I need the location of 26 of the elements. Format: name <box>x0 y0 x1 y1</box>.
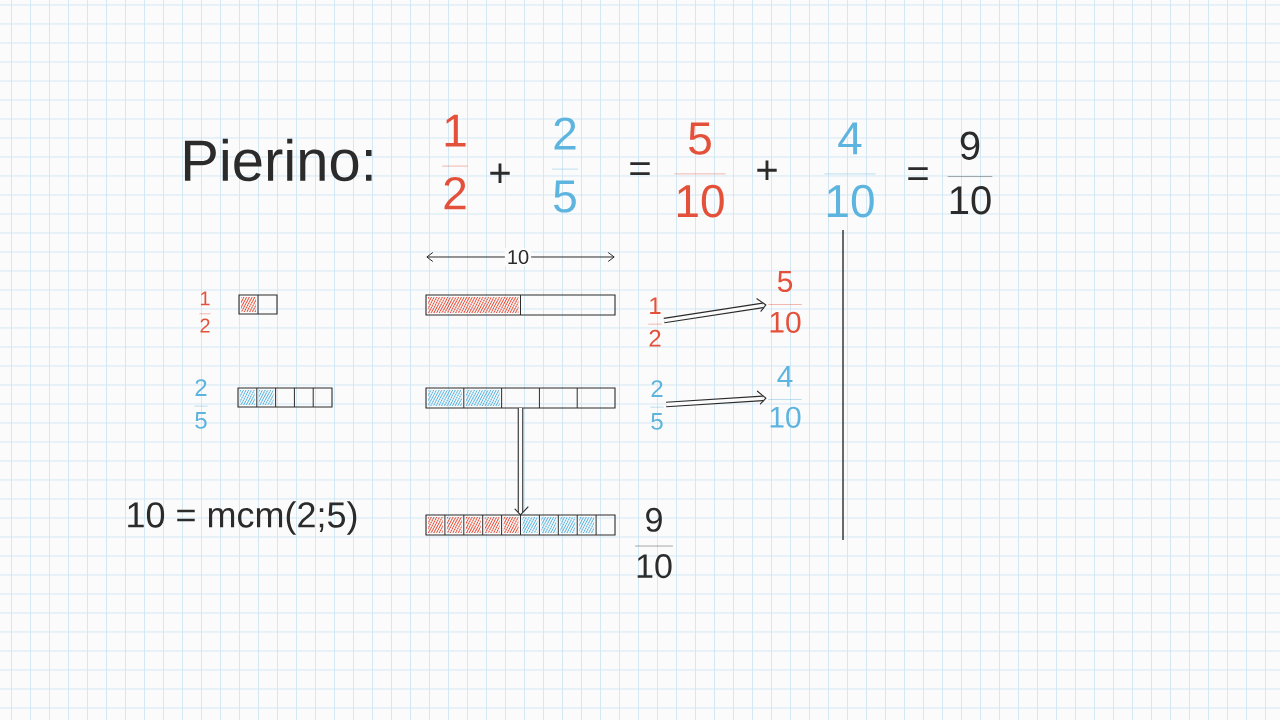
fraction: $\frac{4}{10}$ <box>824 122 876 218</box>
fraction-label: $\frac{2}{5}$ <box>194 379 208 429</box>
fraction: $\frac{1}{2}$ <box>442 114 468 210</box>
double-arrow <box>663 298 767 324</box>
plus-sign: + <box>490 163 510 184</box>
fraction: $\frac{2}{5}$ <box>552 117 578 213</box>
fraction: $\frac{5}{10}$ <box>674 122 726 218</box>
fraction-bar <box>237 387 333 408</box>
fraction: $\frac{9}{10}$ <box>947 131 993 215</box>
lcm-note: 10 = mcm(2;5) <box>128 501 357 535</box>
heading-text: Pierino: <box>184 138 372 182</box>
fraction: $\frac{2}{5}$ <box>650 380 664 430</box>
fraction-label: $\frac{1}{2}$ <box>199 291 211 333</box>
fraction: $\frac{5}{10}$ <box>768 271 802 333</box>
fraction-label: $\frac{9}{10}$ <box>635 507 673 579</box>
fraction-bar <box>425 514 616 536</box>
double-arrow <box>514 408 529 516</box>
fraction: $\frac{4}{10}$ <box>768 366 802 428</box>
fraction-bar <box>425 294 616 316</box>
plus-sign: + <box>757 160 777 181</box>
equals-sign: = <box>908 167 928 181</box>
equals-sign: = <box>630 162 650 176</box>
double-arrow <box>665 390 767 408</box>
fraction: $\frac{1}{2}$ <box>648 297 662 347</box>
fraction-bar <box>238 294 278 315</box>
fraction-bar <box>425 387 616 409</box>
